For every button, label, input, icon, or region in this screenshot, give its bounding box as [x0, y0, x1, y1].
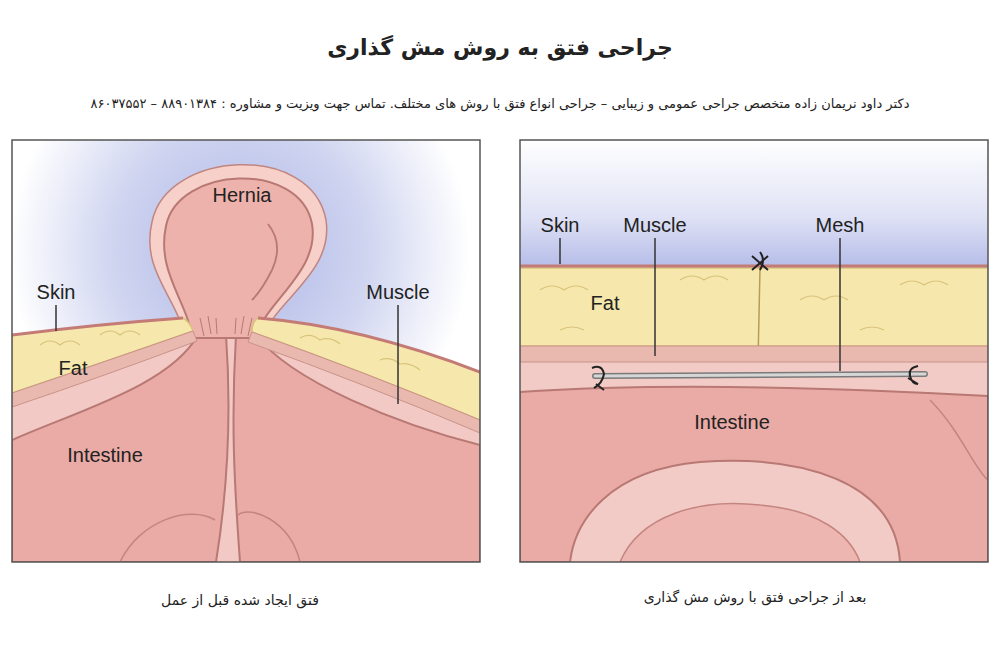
part-label: Skin: [37, 280, 76, 304]
hernia-after-figure: [520, 140, 988, 562]
part-label: Muscle: [623, 213, 686, 237]
part-label: Mesh: [816, 213, 865, 237]
part-label: Skin: [541, 213, 580, 237]
part-label: Fat: [59, 356, 88, 380]
panel-caption: بعد از جراحی فتق با روش مش گذاری: [644, 589, 867, 606]
panel-caption: فتق ایجاد شده قبل از عمل: [161, 592, 319, 609]
page-title: جراحی فتق به روش مش گذاری: [327, 35, 673, 61]
part-label: Fat: [591, 291, 620, 315]
contact-note: دکتر داود نریمان زاده متخصص جراحی عمومی …: [91, 96, 910, 112]
hernia-before-figure: [12, 140, 480, 562]
part-label: Muscle: [366, 280, 429, 304]
part-label: Intestine: [694, 410, 770, 434]
part-label: Intestine: [67, 443, 143, 467]
panel-frame: [12, 140, 480, 562]
panel-frame: [520, 140, 988, 562]
part-label: Hernia: [213, 183, 272, 207]
